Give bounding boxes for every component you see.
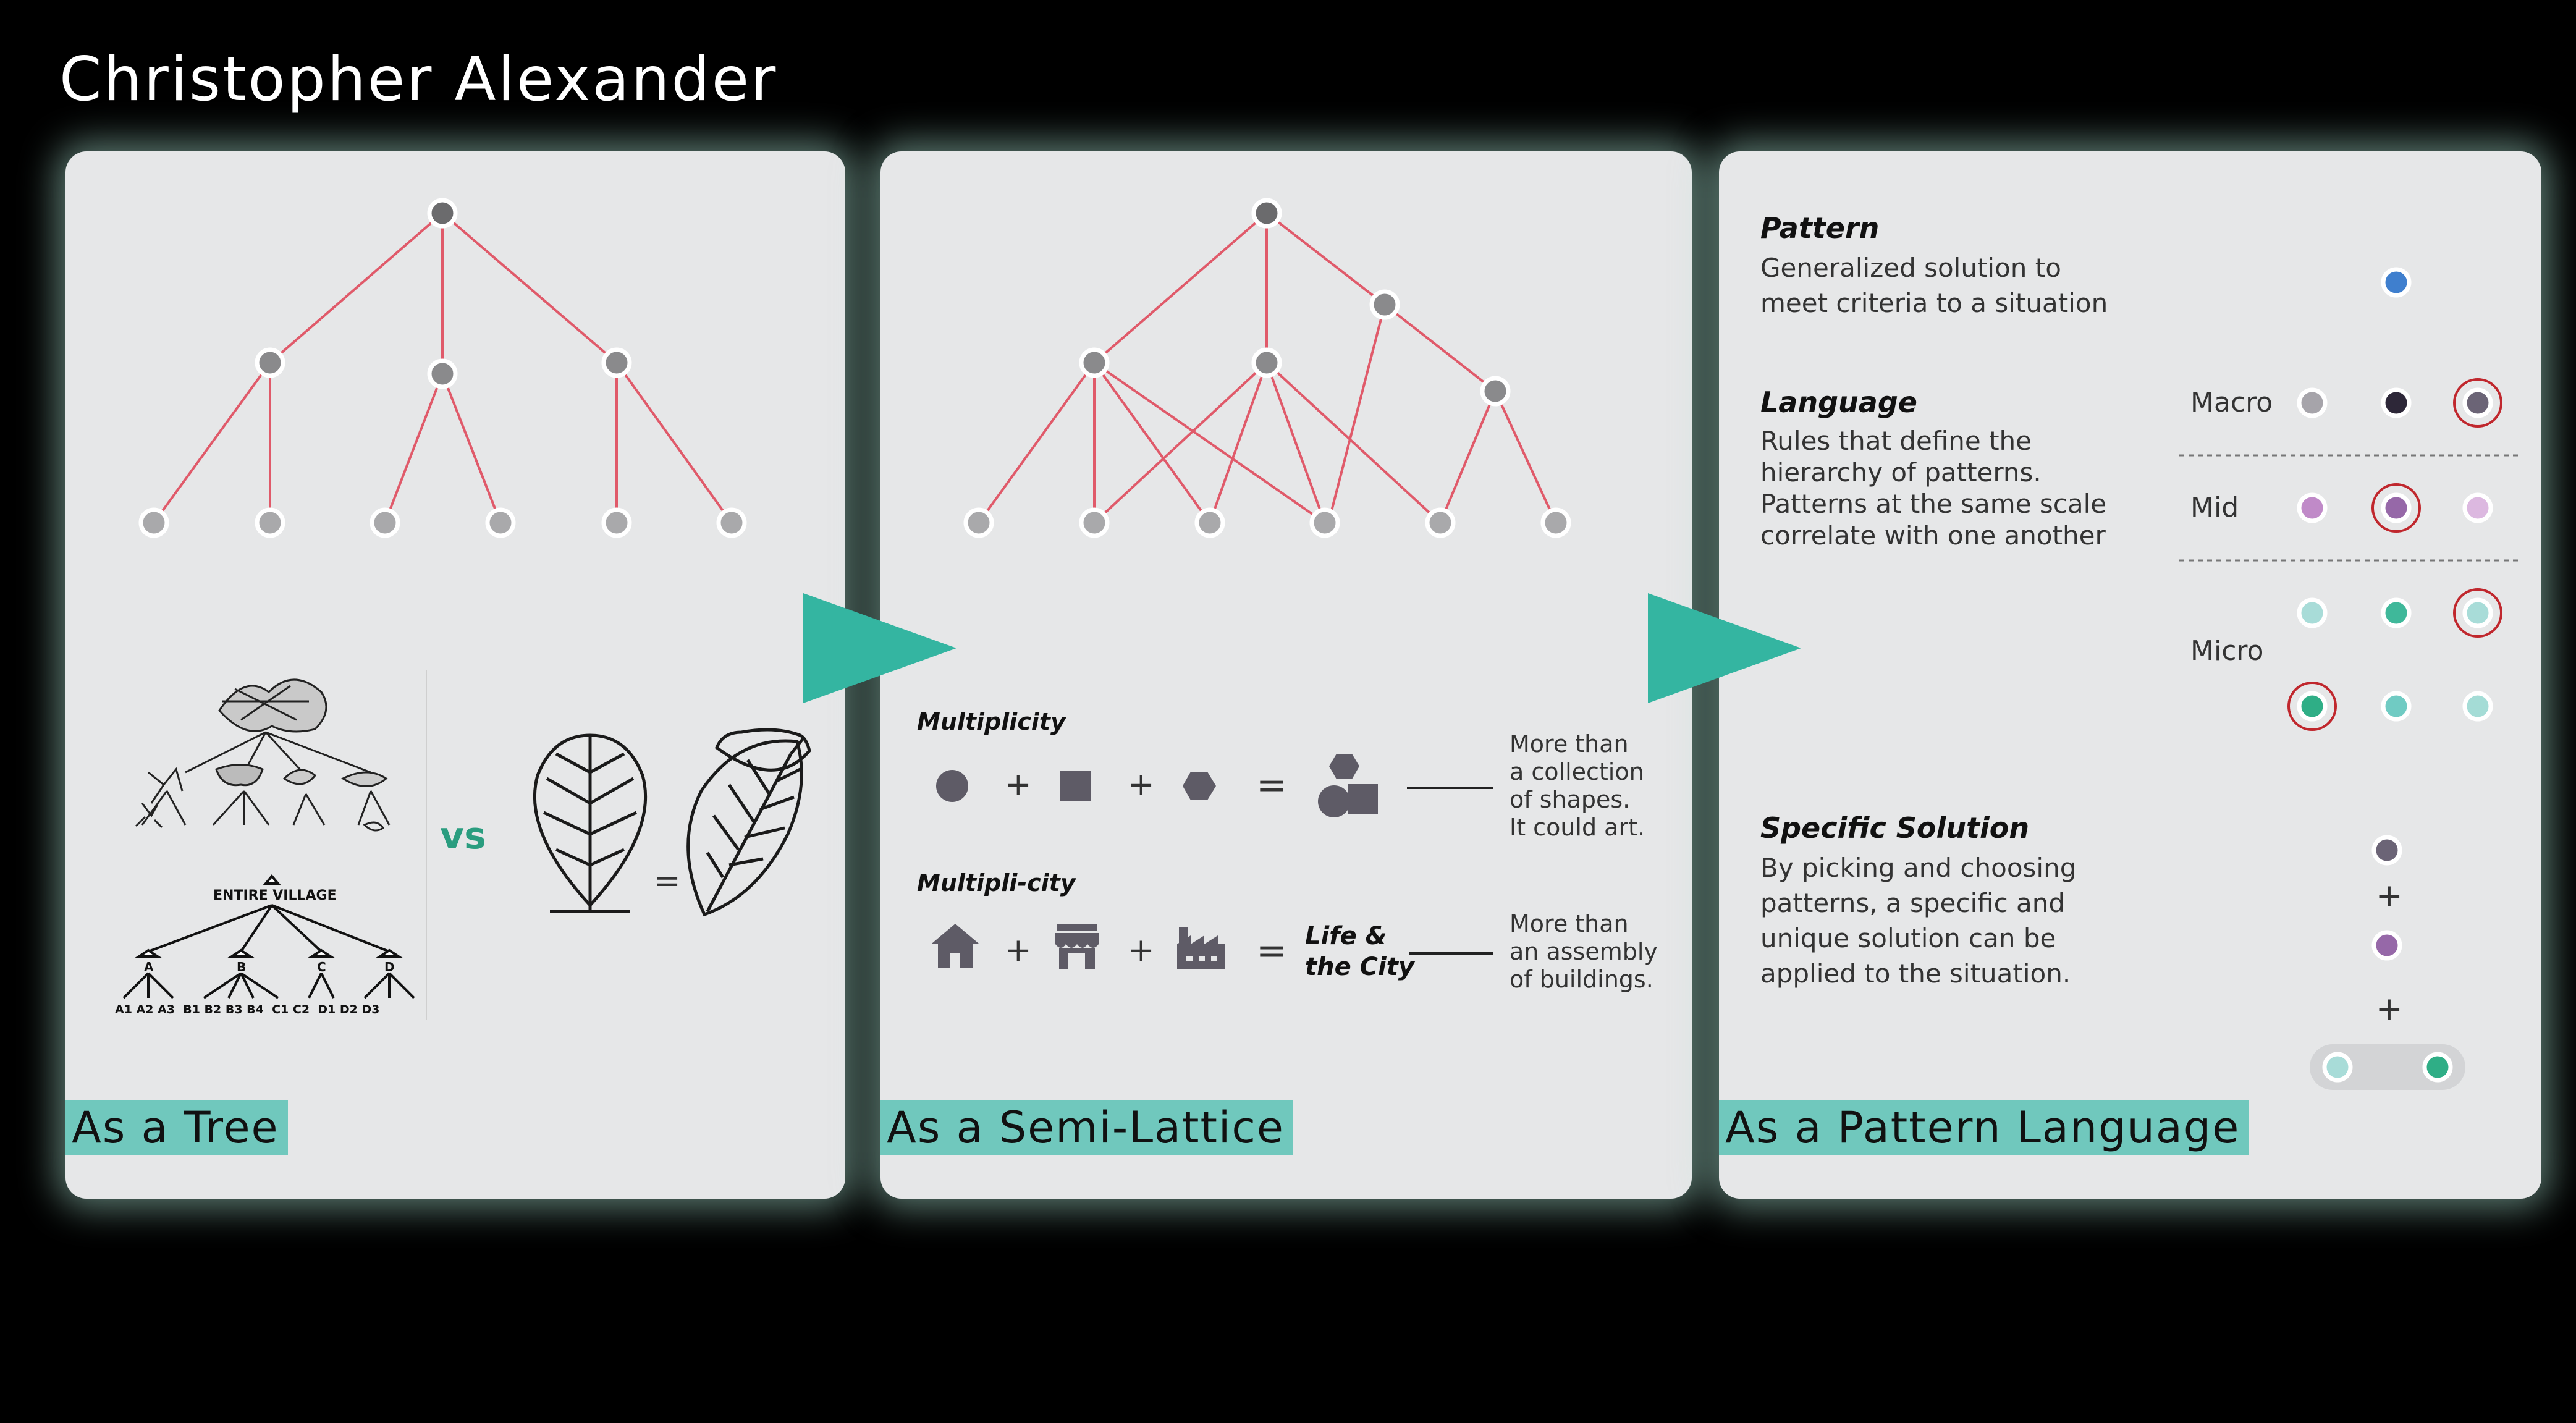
pointed-leaf-illustration xyxy=(686,728,811,917)
storefront-icon xyxy=(1055,924,1099,969)
factory-icon xyxy=(1177,927,1225,969)
tree-leaf-node xyxy=(138,507,169,538)
lattice-leaf-node xyxy=(1425,507,1456,538)
semilattice-nodes xyxy=(963,198,1571,538)
pattern-heading: Pattern xyxy=(1760,211,1880,245)
multiplicity-equals: = xyxy=(1256,764,1288,807)
micro-dots xyxy=(2287,588,2502,731)
multipli-city-note: More than an assembly of buildings. xyxy=(1510,910,1658,993)
language-description: Rules that define the hierarchy of patte… xyxy=(1760,426,2107,551)
tree-leaf-node xyxy=(485,507,516,538)
tree-root-node xyxy=(427,198,458,229)
macro-dots xyxy=(2297,378,2502,428)
panel-label-tree: As a Tree xyxy=(65,1100,288,1155)
multiplicity-shapes xyxy=(936,754,1378,817)
micro-pair-pill xyxy=(2310,1044,2465,1090)
selected-ring xyxy=(2453,378,2502,428)
multipli-city-plus-2: + xyxy=(1128,932,1155,969)
lattice-node xyxy=(1079,347,1110,378)
hexagon-shape-icon xyxy=(1183,772,1216,800)
panel-semilattice xyxy=(880,151,1692,1199)
tree-leaf-node xyxy=(601,507,632,538)
language-heading: Language xyxy=(1760,386,1917,419)
mid-dots xyxy=(2297,483,2493,533)
village-group-d: D xyxy=(384,960,395,974)
tree-leaf-node xyxy=(370,507,400,538)
lattice-node xyxy=(1369,289,1400,320)
tree-node xyxy=(601,347,632,378)
lattice-root-node xyxy=(1251,198,1282,229)
multiplicity-plus-2: + xyxy=(1128,766,1155,803)
multipli-city-heading: Multipli-city xyxy=(917,869,1076,897)
multipli-city-icons xyxy=(932,924,1225,969)
selected-ring xyxy=(2371,483,2421,533)
specific-solution-description: By picking and choosing patterns, a spec… xyxy=(1760,853,2077,989)
house-icon xyxy=(932,924,979,968)
micro-pair-dots xyxy=(2322,1052,2453,1083)
tree-nodes xyxy=(138,198,747,538)
village-root-label: ENTIRE VILLAGE xyxy=(213,888,337,903)
circle-shape-icon xyxy=(936,770,968,802)
arrow-right-icon xyxy=(803,593,956,703)
panel-label-pattern-language: As a Pattern Language xyxy=(1719,1100,2249,1155)
scale-label-macro: Macro xyxy=(2190,387,2273,418)
life-and-the-city-label: Life & the City xyxy=(1305,922,1414,981)
scale-label-micro: Micro xyxy=(2190,635,2264,667)
tree-leaf-node xyxy=(716,507,747,538)
semilattice-graph xyxy=(978,212,1557,524)
panel-label-semilattice: As a Semi-Lattice xyxy=(880,1100,1293,1155)
panel-tree xyxy=(65,151,845,1199)
tree-graph xyxy=(153,212,733,524)
village-leaf-labels: A1 A2 A3 B1 B2 B3 B4 C1 C2 D1 D2 D3 xyxy=(115,1003,380,1016)
selected-ring xyxy=(2453,588,2502,638)
lattice-node xyxy=(1480,376,1511,407)
panel-pattern-language xyxy=(1719,151,2541,1199)
multipli-city-equals: = xyxy=(1256,929,1288,973)
organism-tree-illustration xyxy=(135,678,391,832)
lattice-leaf-node xyxy=(1194,507,1225,538)
specific-solution-heading: Specific Solution xyxy=(1760,811,2030,845)
scale-label-mid: Mid xyxy=(2190,492,2239,523)
lattice-leaf-node xyxy=(1540,507,1571,538)
village-group-c: C xyxy=(317,960,326,974)
village-group-a: A xyxy=(144,960,154,974)
tree-node xyxy=(255,347,285,378)
tree-leaf-node xyxy=(255,507,285,538)
selected-ring xyxy=(2287,682,2337,731)
round-leaf-illustration xyxy=(533,733,648,913)
lattice-leaf-node xyxy=(1309,507,1340,538)
pattern-description: Generalized solution to meet criteria to… xyxy=(1760,253,2108,318)
lattice-leaf-node xyxy=(963,507,994,538)
specific-solution-dots xyxy=(2371,835,2402,961)
square-shape-icon xyxy=(1060,771,1091,801)
leaf-equals-sign: = xyxy=(654,863,681,900)
solution-plus-1: + xyxy=(2376,877,2403,914)
tree-node xyxy=(427,358,458,389)
multiplicity-plus-1: + xyxy=(1005,766,1032,803)
multiplicity-heading: Multiplicity xyxy=(917,708,1066,735)
lattice-node xyxy=(1251,347,1282,378)
combined-shapes-icon xyxy=(1318,754,1378,817)
pattern-dot xyxy=(2381,267,2412,298)
village-tree-diagram xyxy=(122,874,415,999)
page-title: Christopher Alexander xyxy=(59,44,778,115)
solution-plus-2: + xyxy=(2376,990,2403,1028)
lattice-leaf-node xyxy=(1079,507,1110,538)
village-group-b: B xyxy=(237,960,247,974)
multiplicity-note: More than a collection of shapes. It cou… xyxy=(1510,730,1645,841)
multipli-city-plus-1: + xyxy=(1005,932,1032,969)
vs-label: vs xyxy=(440,814,486,858)
arrow-right-icon xyxy=(1648,593,1801,703)
